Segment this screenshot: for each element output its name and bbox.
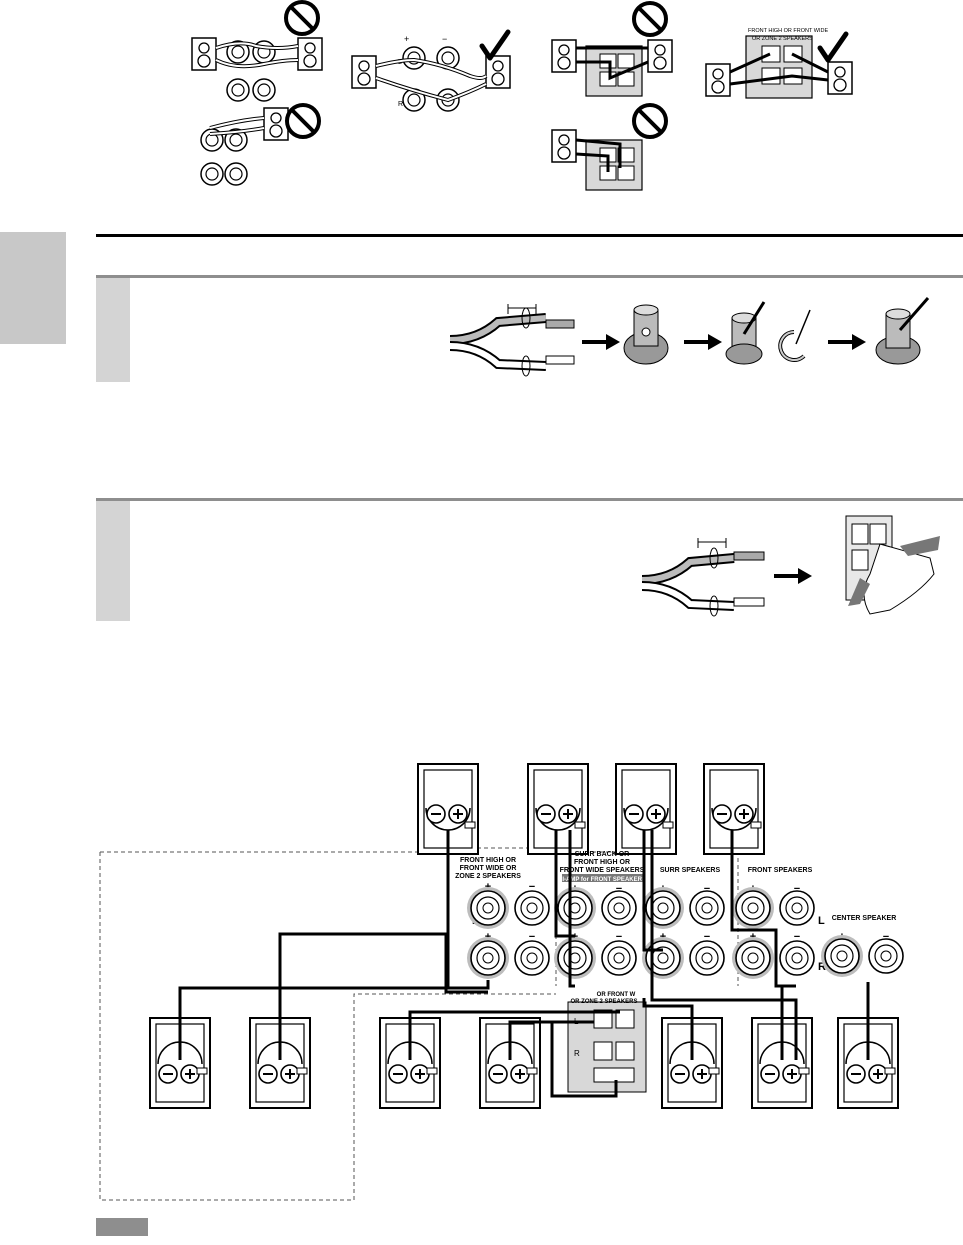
group-label: CENTER SPEAKER bbox=[832, 915, 897, 922]
binding-post-tighten bbox=[875, 297, 930, 365]
group-label: FRONT SPEAKERS bbox=[748, 867, 813, 874]
minus-label: − bbox=[883, 931, 889, 943]
step-marker-2 bbox=[96, 501, 130, 621]
wrong-wiring-diagram-2 bbox=[200, 103, 321, 186]
wrong-wiring-diagram-4 bbox=[551, 103, 668, 191]
correct-wiring-diagram-1: + − L R bbox=[351, 32, 511, 112]
arrow-icon bbox=[774, 568, 812, 584]
speaker-icon bbox=[615, 763, 677, 855]
minus-label: − bbox=[704, 883, 710, 895]
plus-label: + bbox=[404, 34, 409, 44]
group-label: FRONT WIDE OR bbox=[460, 865, 517, 872]
l-label: L bbox=[818, 915, 825, 927]
wrong-wiring-diagram-3 bbox=[551, 1, 673, 97]
speaker-icon bbox=[703, 763, 765, 855]
section-divider bbox=[96, 234, 963, 237]
minus-label: − bbox=[529, 931, 535, 943]
group-label: FRONT HIGH OR bbox=[460, 857, 516, 864]
arrow-icon bbox=[582, 334, 620, 350]
wrong-wiring-diagram-1 bbox=[191, 0, 323, 102]
stripped-cable bbox=[449, 304, 575, 377]
r-label: R bbox=[818, 961, 826, 973]
push-terminal-block: OR FRONT W OR ZONE 2 SPEAKERS L R bbox=[567, 992, 647, 1093]
minus-label: − bbox=[529, 881, 535, 893]
push-block-label: OR FRONT W bbox=[597, 992, 636, 998]
polarity-diagrams: + − L R FRONT HIGH bbox=[191, 0, 853, 191]
minus-label: − bbox=[794, 931, 800, 943]
group-label: SURR SPEAKERS bbox=[660, 867, 721, 874]
push-terminal-label-2: OR ZONE 2 SPEAKERS bbox=[752, 36, 813, 42]
screw-terminal-procedure bbox=[449, 297, 930, 377]
section-tab bbox=[0, 232, 66, 344]
wire-loop bbox=[778, 309, 811, 362]
stripped-cable-2 bbox=[641, 538, 765, 617]
r-label: R bbox=[574, 1049, 580, 1058]
push-block-label: OR ZONE 2 SPEAKERS bbox=[570, 999, 637, 1005]
minus-label: − bbox=[704, 931, 710, 943]
binding-post-loosen bbox=[623, 304, 669, 365]
binding-post-insert bbox=[725, 301, 766, 365]
group-label: FRONT HIGH OR bbox=[574, 859, 630, 866]
step-divider-1 bbox=[96, 275, 963, 278]
group-label: ZONE 2 SPEAKERS bbox=[455, 873, 521, 880]
group-label: BI-AMP for FRONT SPEAKERS bbox=[558, 877, 646, 883]
step-divider-2 bbox=[96, 498, 963, 501]
speaker-icon bbox=[527, 763, 589, 855]
push-terminal-label: FRONT HIGH OR FRONT WIDE bbox=[748, 28, 828, 34]
minus-label: − bbox=[442, 34, 447, 44]
minus-label: − bbox=[616, 931, 622, 943]
minus-label: − bbox=[616, 883, 622, 895]
correct-wiring-diagram-2: FRONT HIGH OR FRONT WIDE OR ZONE 2 SPEAK… bbox=[705, 28, 853, 99]
minus-label: − bbox=[794, 883, 800, 895]
arrow-icon bbox=[828, 334, 866, 350]
push-terminal-procedure bbox=[641, 515, 940, 617]
note-label bbox=[96, 1218, 148, 1236]
finger-push-terminal bbox=[845, 515, 940, 615]
step-marker-1 bbox=[96, 278, 130, 382]
group-label: FRONT WIDE SPEAKERS bbox=[560, 867, 645, 874]
speaker-wiring-diagram: FRONT HIGH OR FRONT WIDE OR ZONE 2 SPEAK… bbox=[99, 763, 904, 1201]
arrow-icon bbox=[684, 334, 722, 350]
r-label: R bbox=[398, 101, 403, 108]
group-label: SURR BACK OR bbox=[575, 851, 629, 858]
